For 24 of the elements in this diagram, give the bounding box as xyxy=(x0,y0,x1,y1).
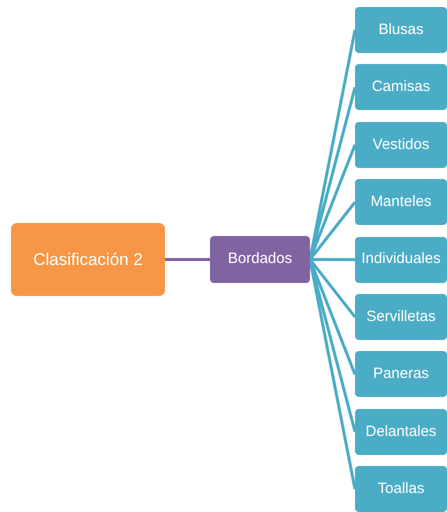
category-box xyxy=(355,236,447,283)
box-label: Manteles xyxy=(370,192,432,212)
box-label: Servilletas xyxy=(366,306,436,327)
category-box xyxy=(11,223,165,296)
connector-line xyxy=(165,258,210,261)
box-label: Individuales xyxy=(361,249,441,270)
category-box xyxy=(355,122,447,168)
box-label: Blusas xyxy=(378,20,424,40)
connector-line xyxy=(310,258,355,262)
category-box xyxy=(355,7,447,53)
category-box xyxy=(355,64,447,110)
category-box xyxy=(355,408,447,455)
box-label: Bordados xyxy=(228,249,292,270)
box-label: Camisas xyxy=(372,77,430,98)
box-label: Vestidos xyxy=(372,134,430,155)
category-box xyxy=(355,466,447,512)
category-box xyxy=(210,236,310,283)
category-box xyxy=(355,294,447,340)
box-label: Toallas xyxy=(378,478,424,499)
box-label: Clasificación 2 xyxy=(33,248,143,271)
category-box xyxy=(355,351,447,398)
box-label: Paneras xyxy=(373,364,429,384)
category-box xyxy=(355,179,447,226)
box-label: Delantales xyxy=(366,422,436,442)
